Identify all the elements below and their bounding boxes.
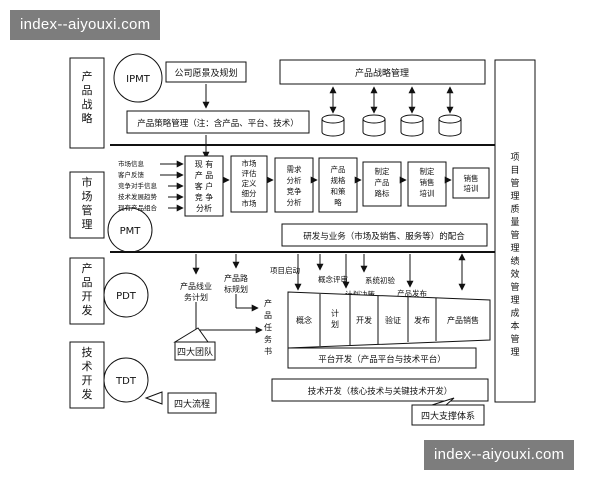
team-ipmt: IPMT	[126, 74, 151, 85]
roadmap-label: 产品路标规划	[224, 273, 248, 294]
input-item: 现有产品组合	[118, 203, 158, 212]
strategy-section: 公司愿景及规划 产品策略管理（注：含产品、平台、技术） 产品战略管理	[126, 59, 486, 159]
callout-teams: 四大团队	[173, 327, 216, 361]
pm-column: 项目管理质量管理绩效管理成本管理	[494, 59, 536, 403]
portfolio-box-label: 产品策略管理（注：含产品、平台、技术）	[137, 118, 299, 129]
callout-teams-label: 四大团队	[177, 346, 213, 358]
input-item: 技术发展趋势	[118, 192, 158, 201]
strategy-mgmt-label: 产品战略管理	[355, 67, 409, 79]
callouts: 四大团队 四大流程 四大支撑体系	[144, 327, 485, 426]
input-item: 客户反馈	[118, 170, 145, 179]
watermark-top: index--aiyouxi.com	[10, 10, 161, 40]
db-cylinder-1	[321, 86, 345, 137]
task-label: 产品任务书	[264, 298, 272, 356]
chain-box-label: 产品规格和策略	[331, 164, 346, 207]
decision-label: 计划决策	[345, 289, 375, 299]
chain-box-label: 制定销售培训	[420, 166, 435, 198]
pm-column-label: 项目管理质量管理绩效管理成本管理	[510, 152, 519, 358]
team-tdt: TDT	[115, 376, 137, 387]
dev-section: 产品线业务计划 产品路标规划 产品任务书 项目启动 概念评审 计划决策 系统初验…	[180, 253, 491, 369]
launch-label: 项目启动	[270, 265, 300, 275]
chain-box-label: 现 有产 品客 户竞 争分析	[195, 159, 214, 213]
phase-verify: 验证	[385, 315, 401, 325]
team-pdt: PDT	[116, 291, 137, 302]
database-cylinders	[321, 86, 462, 137]
chain-box-label: 市场评估定义细分市场	[242, 158, 257, 208]
market-chain: 现 有产 品客 户竞 争分析 市场评估定义细分市场 需求分析竞争分析 产品规格和…	[184, 155, 490, 217]
team-circles: IPMT PMT PDT TDT	[103, 53, 163, 403]
phase-sales: 产品销售	[447, 315, 479, 325]
tech-dev-label: 技术开发（核心技术与关键技术开发）	[308, 386, 453, 397]
callout-flows-label: 四大流程	[174, 398, 210, 410]
chain-box-label: 销售培训	[464, 173, 479, 193]
tech-section: 技术开发（核心技术与关键技术开发）	[271, 378, 489, 402]
vision-box-label: 公司愿景及规划	[174, 67, 237, 79]
db-cylinder-2	[362, 86, 386, 137]
input-list: 市场信息 客户反馈 竞争对手信息 技术发展趋势 现有产品组合	[118, 159, 184, 212]
concept-review-label: 概念评审	[318, 274, 348, 284]
label-strategy: 产品战略	[82, 69, 93, 125]
callout-support-label: 四大支撑体系	[421, 410, 475, 422]
phase-funnel: 概念 计划 开发 验证 发布 产品销售	[287, 291, 491, 349]
callout-support: 四大支撑体系	[411, 397, 485, 426]
callout-flows: 四大流程	[144, 391, 217, 414]
input-item: 市场信息	[118, 159, 145, 168]
chain-box-label: 制定产品路标	[375, 166, 390, 198]
release-label: 产品发布	[397, 288, 427, 298]
team-pmt: PMT	[120, 226, 142, 237]
biz-plan-label: 产品线业务计划	[180, 281, 212, 302]
watermark-bottom: index--aiyouxi.com	[424, 440, 575, 470]
phase-release: 发布	[414, 315, 430, 325]
input-item: 竞争对手信息	[118, 181, 158, 190]
db-cylinder-4	[438, 86, 462, 137]
label-dev: 产品开发	[82, 261, 93, 317]
db-cylinder-3	[400, 86, 424, 137]
section-dividers	[110, 144, 495, 253]
phase-develop: 开发	[356, 315, 372, 325]
chain-box-label: 需求分析竞争分析	[287, 164, 302, 207]
phase-concept: 概念	[296, 315, 312, 325]
label-tech: 技术开发	[82, 346, 93, 401]
market-section: 市场信息 客户反馈 竞争对手信息 技术发展趋势 现有产品组合 现 有产 品客 户…	[118, 155, 490, 247]
phase-plan: 计划	[331, 308, 339, 329]
system-check-label: 系统初验	[365, 275, 395, 285]
platform-dev-label: 平台开发（产品平台与技术平台）	[318, 354, 446, 365]
coordination-box-label: 研发与业务（市场及销售、服务等）的配合	[303, 231, 465, 242]
left-labels: 产品战略 市场管理 产品开发 技术开发	[69, 57, 105, 409]
label-market: 市场管理	[82, 175, 93, 231]
